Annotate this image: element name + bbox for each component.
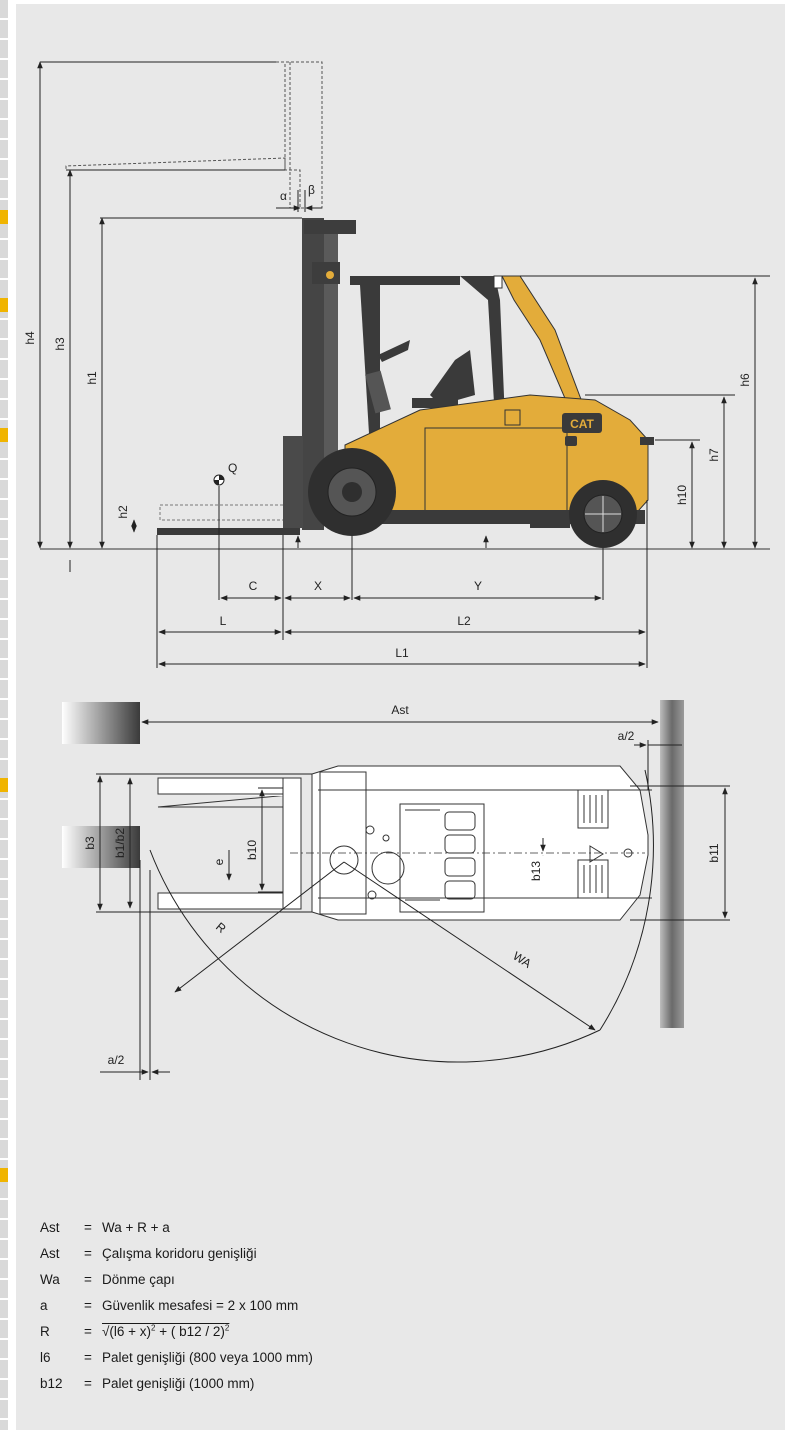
label-wa: WA — [510, 949, 533, 971]
cat-logo-plate — [562, 413, 602, 433]
truck-body: CAT — [344, 394, 654, 528]
label-r: R — [213, 920, 229, 937]
label-h2: h2 — [116, 505, 130, 519]
legend-equals: = — [84, 1323, 92, 1339]
label-l2: L2 — [457, 614, 471, 628]
top-view: R WA — [62, 700, 730, 1080]
label-q: Q — [228, 461, 237, 475]
content-panel — [16, 4, 785, 1430]
label-b3: b3 — [83, 836, 97, 850]
label-b13-bg — [528, 856, 546, 886]
legend-equals: = — [84, 1271, 92, 1287]
label-ast: Ast — [391, 703, 409, 717]
label-x: X — [314, 579, 322, 593]
raised-fork-outline — [65, 61, 323, 209]
top-forks — [157, 777, 302, 910]
operator-seat — [365, 340, 475, 414]
legend-symbol: Ast — [40, 1219, 60, 1235]
label-b11: b11 — [707, 843, 721, 862]
legend-symbol: Wa — [40, 1271, 60, 1287]
legend-row: R = √(l6 + x)2 + ( b12 / 2)2 — [40, 1318, 540, 1344]
legend-symbol: R — [40, 1323, 50, 1339]
legend-symbol: a — [40, 1297, 48, 1313]
rear-wheel — [569, 480, 637, 548]
side-view: CAT Q — [23, 61, 770, 668]
strip-accent — [0, 428, 8, 442]
top-chassis — [311, 765, 652, 921]
load-center-q: Q — [213, 461, 237, 600]
wall-bottom-left — [62, 826, 140, 868]
fork-blade — [157, 528, 300, 535]
formula-exponent: 2 — [224, 1323, 230, 1333]
label-l: L — [220, 614, 227, 628]
legend-symbol: Ast — [40, 1245, 60, 1261]
label-b13: b13 — [529, 861, 543, 881]
mast — [283, 218, 356, 530]
turning-radii — [149, 769, 654, 1063]
legend-symbol: l6 — [40, 1349, 51, 1365]
legend-row: Ast = Wa + R + a — [40, 1214, 540, 1240]
legend-row: Wa = Dönme çapı — [40, 1266, 540, 1292]
label-h7: h7 — [707, 448, 721, 462]
label-b10: b10 — [245, 840, 259, 860]
strip-accent — [0, 210, 8, 224]
label-h3: h3 — [53, 337, 67, 351]
length-dimensions — [156, 500, 648, 668]
formula-exponent: 2 — [151, 1323, 156, 1333]
legend-row: a = Güvenlik mesafesi = 2 x 100 mm — [40, 1292, 540, 1318]
formula-root: √(l6 + x)2 + ( b12 / 2)2 — [102, 1323, 230, 1339]
legend-row: b12 = Palet genişliği (1000 mm) — [40, 1370, 540, 1396]
strip-accent — [0, 778, 8, 792]
label-alpha: α — [280, 189, 287, 203]
label-l1: L1 — [395, 646, 409, 660]
top-dimensions — [96, 719, 730, 1080]
legend-equals: = — [84, 1219, 92, 1235]
legend-definition: Palet genişliği (800 veya 1000 mm) — [102, 1349, 313, 1365]
left-margin-strip — [0, 0, 8, 1430]
strip-accent — [0, 1168, 8, 1182]
label-h1: h1 — [85, 371, 99, 385]
cat-logo: CAT — [570, 417, 594, 431]
label-y: Y — [474, 579, 482, 593]
legend-row: l6 = Palet genişliği (800 veya 1000 mm) — [40, 1344, 540, 1370]
height-dimensions — [37, 61, 770, 572]
label-h4: h4 — [23, 331, 37, 345]
legend-equals: = — [84, 1375, 92, 1391]
formula-mid: + ( b12 / 2) — [155, 1323, 225, 1339]
legend-definition: Güvenlik mesafesi = 2 x 100 mm — [102, 1297, 299, 1313]
legend-definition: Palet genişliği (1000 mm) — [102, 1375, 255, 1391]
legend-definition: Wa + R + a — [102, 1219, 170, 1235]
lowered-fork-dashed — [159, 504, 291, 521]
label-b1-b2: b1/b2 — [113, 828, 127, 858]
wall-top-left — [62, 702, 140, 744]
label-beta: β — [308, 183, 315, 197]
label-c: C — [249, 579, 258, 593]
legend-definition: Çalışma koridoru genişliği — [102, 1245, 257, 1261]
legend-row: Ast = Çalışma koridoru genişliği — [40, 1240, 540, 1266]
label-h10: h10 — [675, 485, 689, 505]
strip-accent — [0, 298, 8, 312]
formula-legend: Ast = Wa + R + a Ast = Çalışma koridoru … — [40, 1214, 540, 1396]
wall-right — [660, 700, 684, 1028]
formula-main: √(l6 + x) — [102, 1323, 152, 1339]
legend-definition: Dönme çapı — [102, 1271, 175, 1287]
legend-equals: = — [84, 1245, 92, 1261]
legend-formula: √(l6 + x)2 + ( b12 / 2)2 — [102, 1323, 229, 1339]
front-wheel — [308, 448, 396, 536]
legend-equals: = — [84, 1349, 92, 1365]
label-a2-top: a/2 — [618, 729, 635, 743]
label-h6: h6 — [738, 373, 752, 387]
legend-equals: = — [84, 1297, 92, 1313]
overhead-guard — [350, 275, 586, 450]
legend-symbol: b12 — [40, 1375, 63, 1391]
label-e: e — [212, 858, 226, 865]
label-a2-bottom: a/2 — [108, 1053, 125, 1067]
